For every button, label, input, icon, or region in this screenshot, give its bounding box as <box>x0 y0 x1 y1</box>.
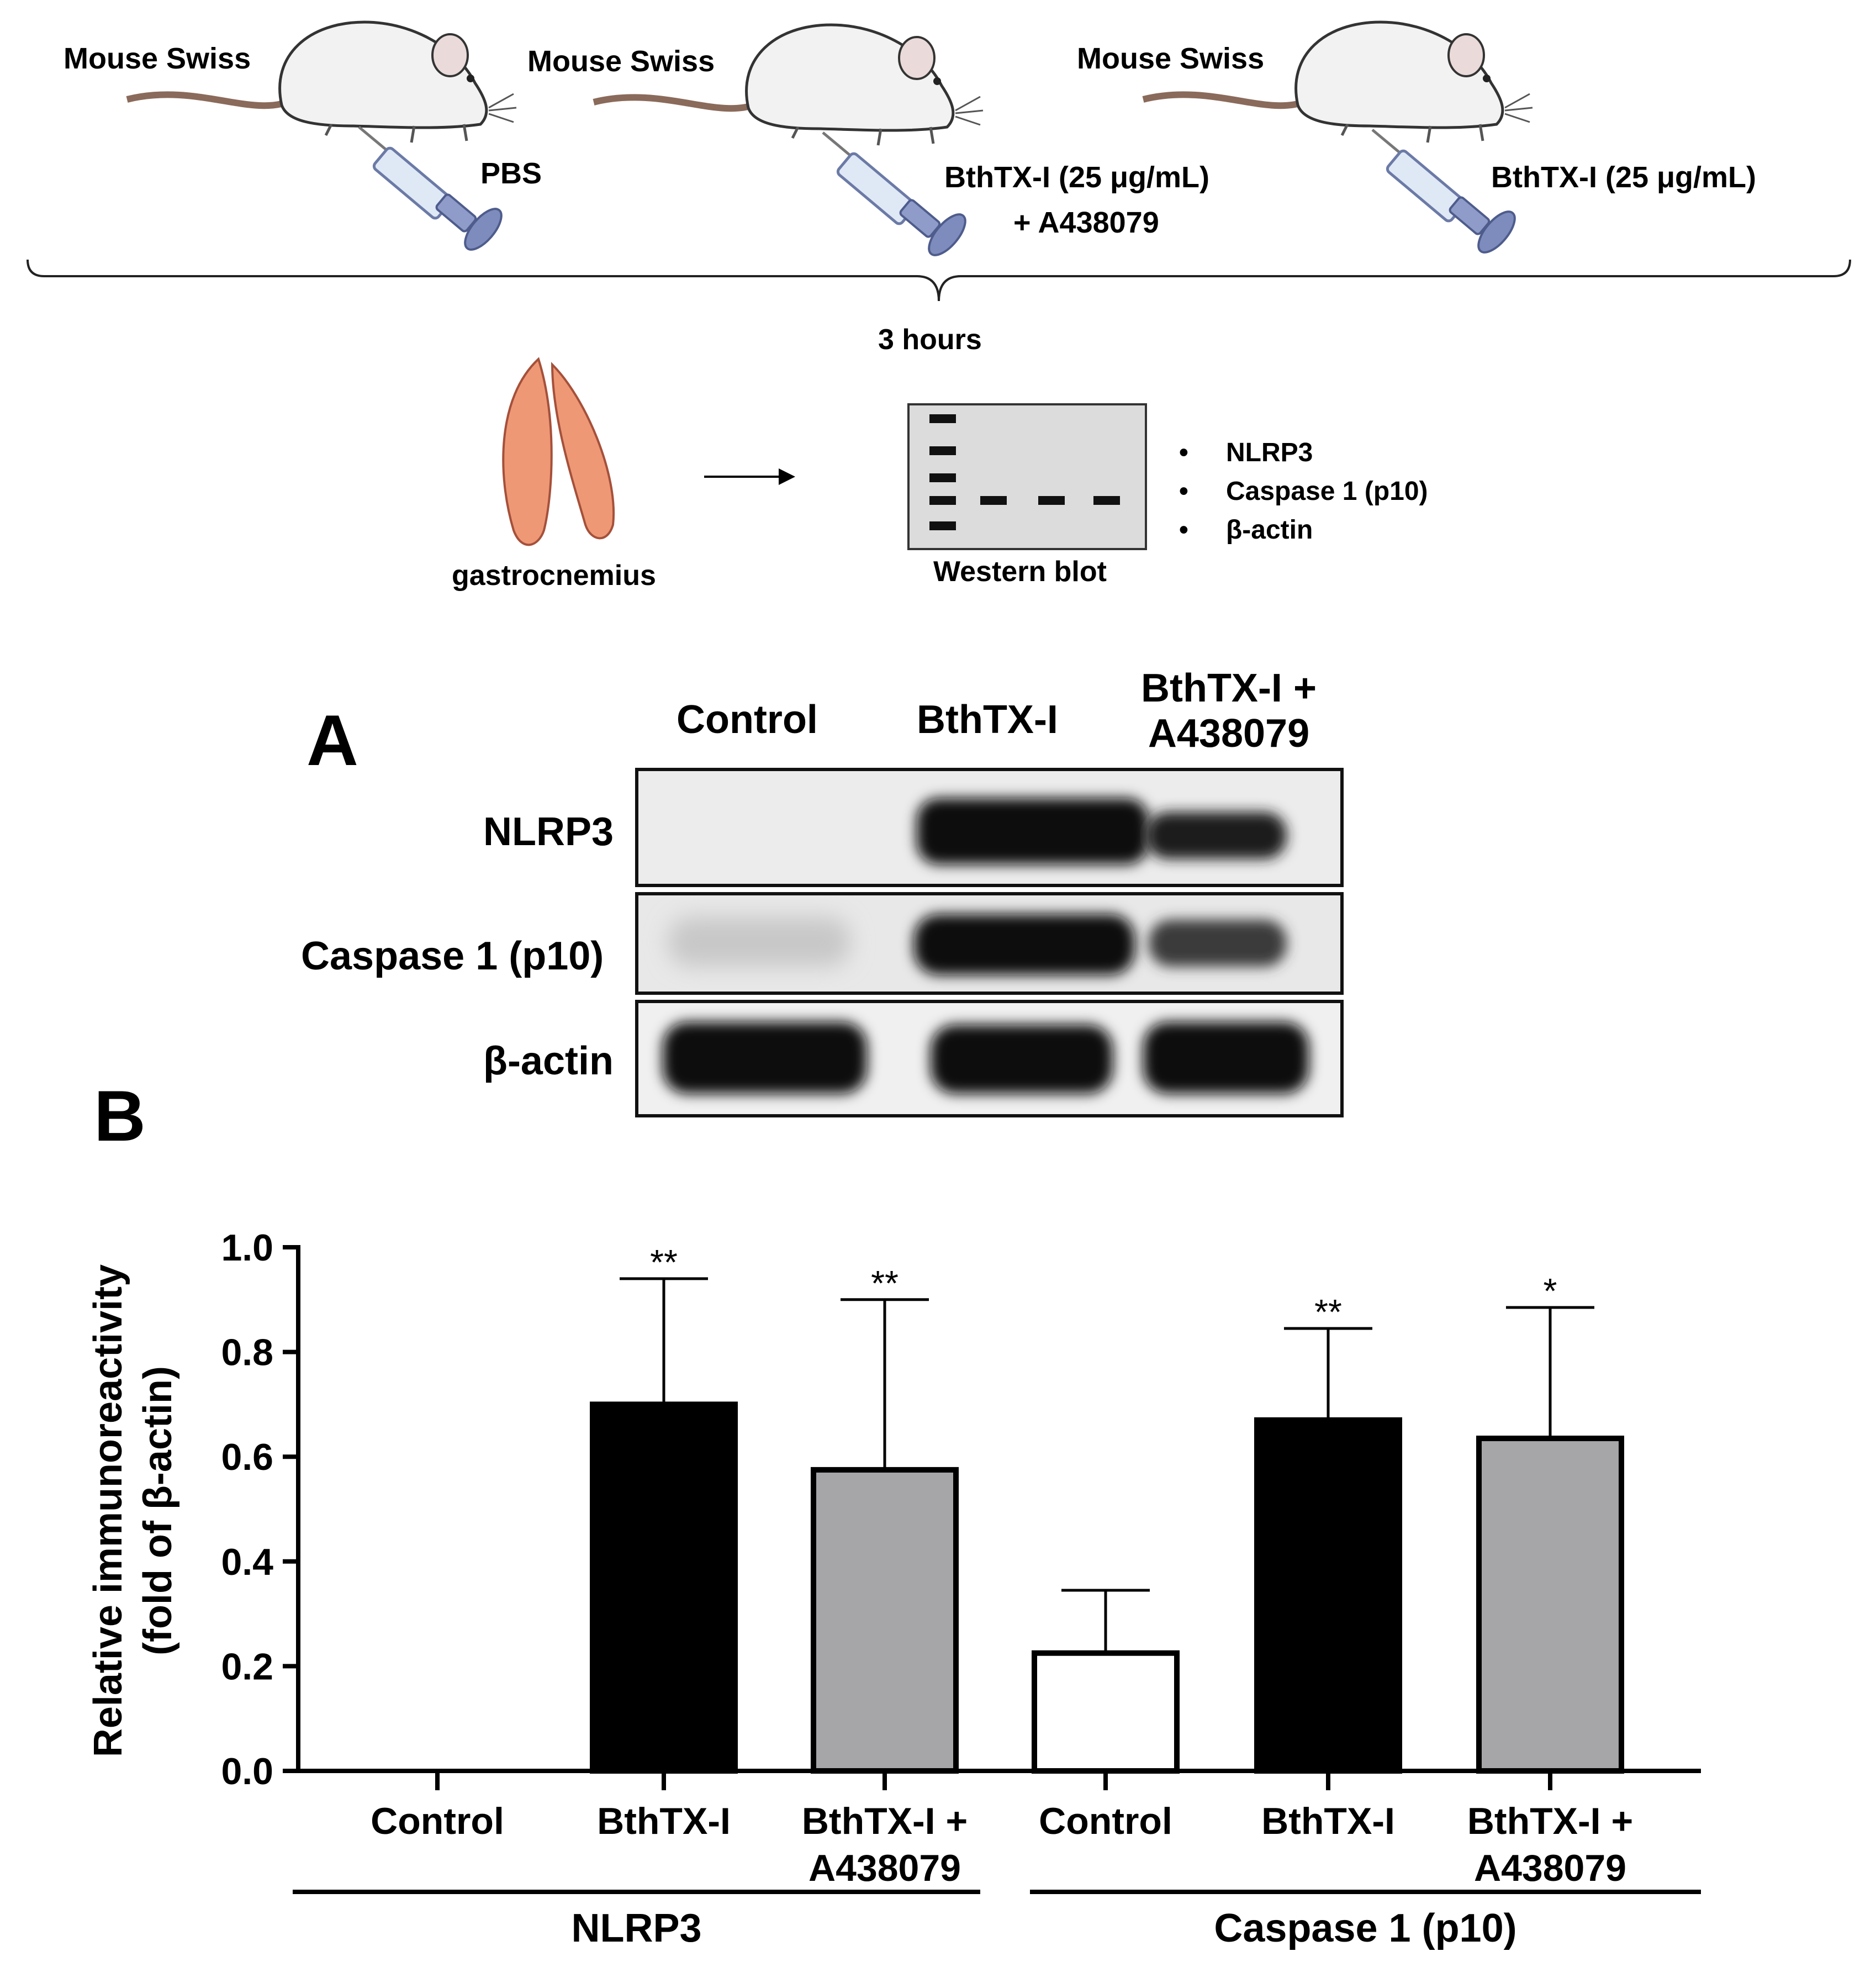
lane-label-bthtx-a438079: BthTX-I + A438079 <box>1141 666 1317 756</box>
syringe-icon <box>359 127 508 255</box>
group-2-treatment-label: BthTX-I (25 μg/mL) <box>944 161 1210 194</box>
target-item: •β-actin <box>1179 515 1313 545</box>
bar <box>1476 1436 1624 1774</box>
x-category-label: A438079 <box>808 1847 961 1889</box>
x-category-label: BthTX-I <box>597 1800 731 1842</box>
group-2-animal-label: Mouse Swiss <box>527 45 715 78</box>
y-axis-label-line1: Relative immunoreactivity <box>86 1264 130 1757</box>
y-axis-label: Relative immunoreactivity (fold of β-act… <box>86 1264 180 1757</box>
significance-label: ** <box>1314 1292 1342 1332</box>
bar <box>1032 1650 1180 1774</box>
target-list: •NLRP3 •Caspase 1 (p10) •β-actin <box>1179 434 1428 550</box>
y-tick-label: 1.0 <box>221 1227 273 1269</box>
x-category-label: Control <box>1039 1800 1172 1842</box>
significance-label: * <box>1544 1271 1557 1311</box>
y-tick-label: 0.2 <box>221 1646 273 1687</box>
y-axis-label-line2: (fold of β-actin) <box>136 1366 180 1655</box>
group-3-animal-label: Mouse Swiss <box>1077 42 1265 75</box>
assay-label: Western blot <box>933 556 1107 588</box>
bar <box>590 1401 738 1774</box>
experiment-schematic <box>27 0 1851 550</box>
group-1-treatment-label: PBS <box>480 157 542 190</box>
y-tick-label: 0.8 <box>221 1332 273 1374</box>
group-label: Caspase 1 (p10) <box>1214 1906 1516 1950</box>
lane-label-control: Control <box>677 698 818 742</box>
row-label-caspase1: Caspase 1 (p10) <box>301 934 604 978</box>
tissue-label: gastrocnemius <box>452 560 656 592</box>
target-item: •Caspase 1 (p10) <box>1179 477 1428 506</box>
group-label: NLRP3 <box>571 1906 701 1950</box>
x-category-label: BthTX-I <box>1261 1800 1395 1842</box>
x-category-label: Control <box>371 1800 504 1842</box>
mouse-icon <box>594 25 983 145</box>
mouse-icon <box>127 22 516 143</box>
x-category-label: BthTX-I + <box>802 1800 968 1842</box>
timeline-brace <box>27 259 1851 302</box>
bar-chart: Relative immunoreactivity (fold of β-act… <box>86 1227 1701 1950</box>
target-item: •NLRP3 <box>1179 438 1313 467</box>
row-label-beta-actin: β-actin <box>483 1039 614 1083</box>
syringe-icon <box>823 133 971 261</box>
group-3-treatment-label: BthTX-I (25 μg/mL) <box>1491 161 1757 194</box>
x-category-label: A438079 <box>1474 1847 1626 1889</box>
x-category-label: BthTX-I + <box>1467 1800 1633 1842</box>
panel-a-letter: A <box>306 700 358 781</box>
bar <box>811 1467 959 1774</box>
significance-label: ** <box>871 1263 899 1303</box>
y-tick-label: 0.4 <box>221 1541 273 1583</box>
western-blot-image <box>635 768 1344 1117</box>
y-tick-label: 0.0 <box>221 1750 273 1792</box>
gastrocnemius-muscle-icon <box>502 357 615 546</box>
bar <box>1254 1417 1402 1774</box>
mouse-icon <box>1143 22 1532 143</box>
arrow-head-icon <box>779 468 795 485</box>
significance-label: ** <box>650 1242 678 1282</box>
time-label: 3 hours <box>878 324 982 356</box>
y-tick-label: 0.6 <box>221 1436 273 1478</box>
western-blot-icon <box>907 403 1147 550</box>
row-label-nlrp3: NLRP3 <box>483 810 614 854</box>
lane-label-bthtx: BthTX-I <box>917 698 1058 742</box>
group-2-treatment-label-2: + A438079 <box>1013 206 1159 239</box>
panel-b-letter: B <box>94 1075 146 1156</box>
group-1-animal-label: Mouse Swiss <box>64 42 251 75</box>
